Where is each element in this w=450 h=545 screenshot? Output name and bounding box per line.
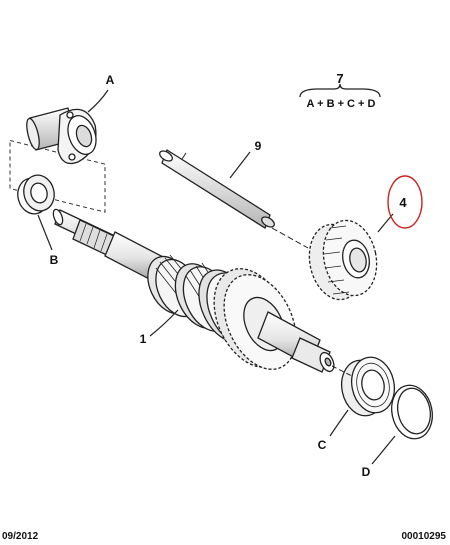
part-1-input-shaft[interactable] <box>52 208 337 381</box>
callout-1[interactable]: 1 <box>140 332 147 346</box>
highlight-ring-part-4 <box>387 175 423 229</box>
callout-4[interactable]: 4 <box>399 195 407 210</box>
formula-text: A + B + C + D <box>307 98 376 110</box>
callout-a[interactable]: A <box>106 73 115 87</box>
callout-c[interactable]: C <box>318 438 327 452</box>
part-9-pin[interactable] <box>158 149 276 229</box>
footer-date: 09/2012 <box>2 531 39 542</box>
callout-d[interactable]: D <box>362 465 371 479</box>
leader-9 <box>229 151 251 179</box>
axis-line-rear <box>331 365 353 377</box>
leader-4 <box>377 213 394 233</box>
callout-9[interactable]: 9 <box>255 139 262 153</box>
leader-c <box>329 409 349 437</box>
part-4-helical-gear[interactable] <box>303 215 384 304</box>
footer-reference-number: 00010295 <box>401 531 447 542</box>
formula-brace <box>299 83 381 98</box>
part-c-bearing[interactable] <box>337 353 400 420</box>
leader-1 <box>149 309 179 337</box>
axis-line-9 <box>271 227 309 249</box>
kit-7-group: 7 A + B + C + D <box>299 71 381 110</box>
part-a-flanged-sleeve[interactable] <box>9 107 106 213</box>
leader-b <box>37 214 53 251</box>
callout-b[interactable]: B <box>50 253 59 267</box>
leader-a <box>87 89 109 113</box>
part-d-snap-ring[interactable] <box>387 381 437 442</box>
callout-7[interactable]: 7 <box>336 71 343 86</box>
leader-d <box>371 435 396 465</box>
part-b-bearing[interactable] <box>14 172 58 218</box>
